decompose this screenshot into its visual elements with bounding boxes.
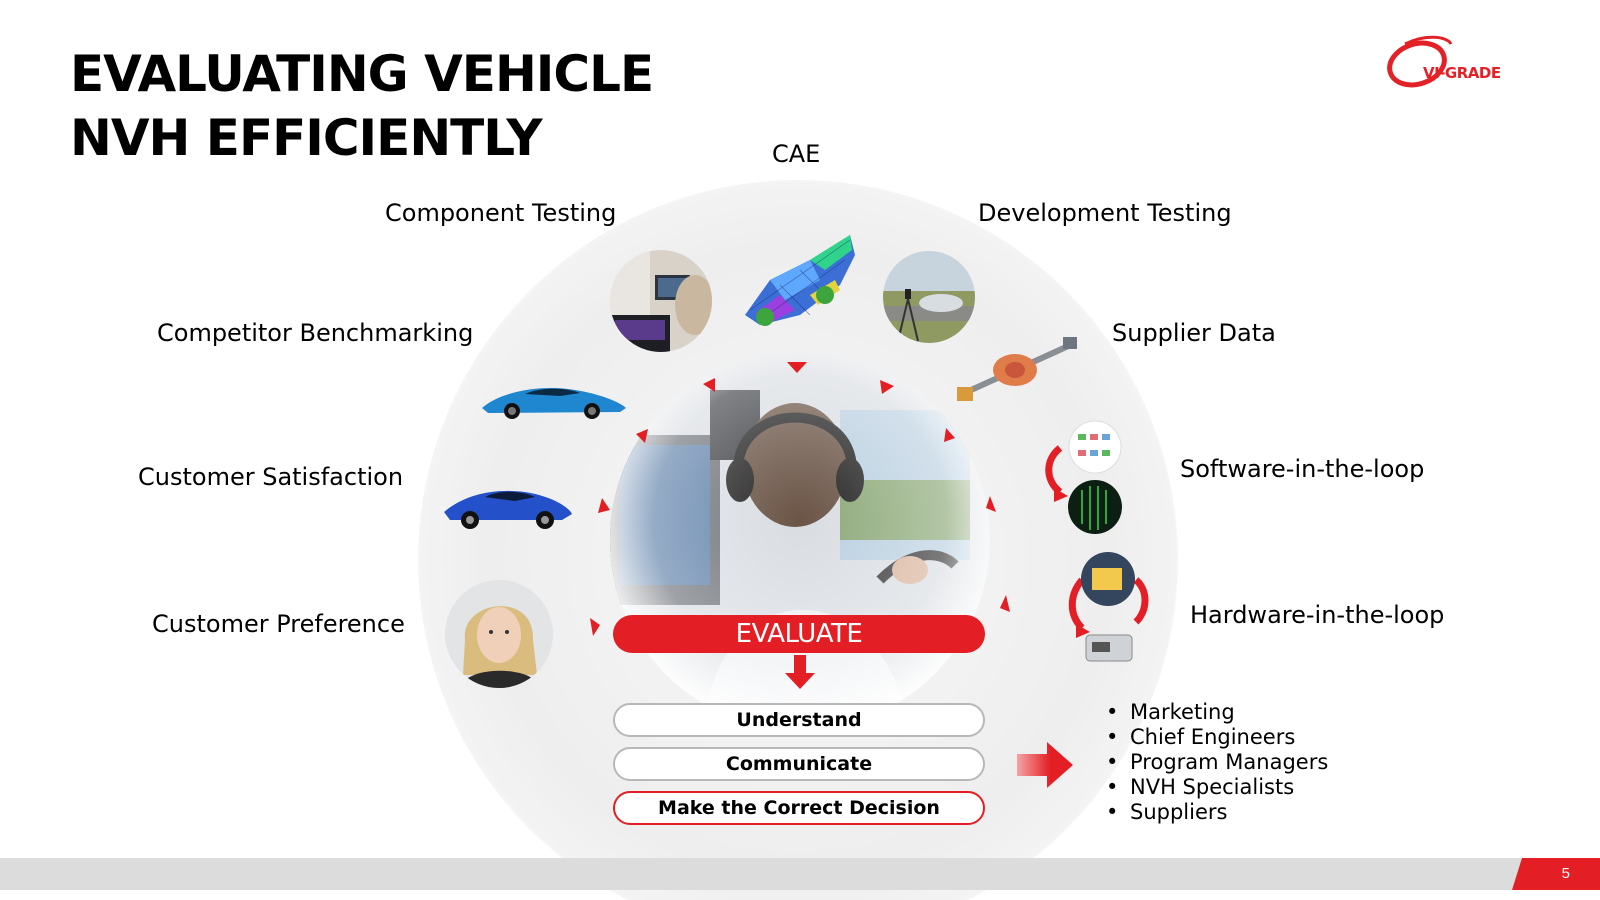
page-number: 5 (1561, 865, 1570, 882)
software-in-the-loop-graphic (1040, 420, 1140, 535)
audience-item: NVH Specialists (1102, 775, 1328, 800)
label-cae: CAE (772, 140, 821, 168)
step-communicate: Communicate (613, 747, 985, 781)
label-hardware-in-the-loop: Hardware-in-the-loop (1190, 601, 1445, 629)
right-arrow-icon (1017, 742, 1073, 788)
label-customer-satisfaction: Customer Satisfaction (138, 463, 404, 491)
audience-list: Marketing Chief Engineers Program Manage… (1102, 700, 1328, 825)
audience-item: Chief Engineers (1102, 725, 1328, 750)
evaluate-badge: EVALUATE (613, 615, 985, 653)
arrow-right-middle (986, 496, 996, 512)
hardware-in-the-loop-graphic (1064, 550, 1154, 670)
title-line-2: NVH EFFICIENTLY (70, 109, 543, 167)
audience-item: Suppliers (1102, 800, 1328, 825)
page-number-badge: 5 (1512, 858, 1600, 890)
label-competitor-benchmarking: Competitor Benchmarking (157, 319, 474, 347)
arrow-top-left (703, 378, 715, 392)
customer-portrait-photo (445, 580, 553, 688)
arrow-left-lower (590, 618, 600, 636)
label-development-testing: Development Testing (978, 199, 1232, 227)
step-understand: Understand (613, 703, 985, 737)
vi-grade-logo: VI-GRADE (1385, 30, 1560, 94)
footer-bar (0, 858, 1600, 890)
arrow-right-lower (1000, 595, 1010, 612)
arrow-top (787, 362, 807, 373)
arrow-top-right (880, 380, 894, 394)
component-testing-photo (610, 250, 712, 352)
logo-text: VI-GRADE (1423, 64, 1501, 82)
audience-item: Program Managers (1102, 750, 1328, 775)
arrow-left-upper (636, 429, 648, 443)
label-software-in-the-loop: Software-in-the-loop (1180, 455, 1425, 483)
label-customer-preference: Customer Preference (152, 610, 405, 638)
step-make-correct-decision: Make the Correct Decision (613, 791, 985, 825)
supplier-axle-image (955, 335, 1080, 405)
slide-title: EVALUATING VEHICLE NVH EFFICIENTLY (70, 42, 654, 170)
logo-swoosh-icon (1387, 35, 1453, 88)
customer-satisfaction-car-image (440, 480, 575, 530)
arrow-left-middle (598, 498, 610, 513)
title-line-1: EVALUATING VEHICLE (70, 45, 654, 103)
competitor-car-image (480, 380, 628, 420)
arrow-right-upper (944, 428, 955, 442)
development-testing-photo (883, 251, 975, 343)
label-supplier-data: Supplier Data (1112, 319, 1276, 347)
down-arrow-icon (785, 655, 815, 689)
cae-car-mesh-image (740, 225, 860, 335)
audience-item: Marketing (1102, 700, 1328, 725)
label-component-testing: Component Testing (385, 199, 617, 227)
